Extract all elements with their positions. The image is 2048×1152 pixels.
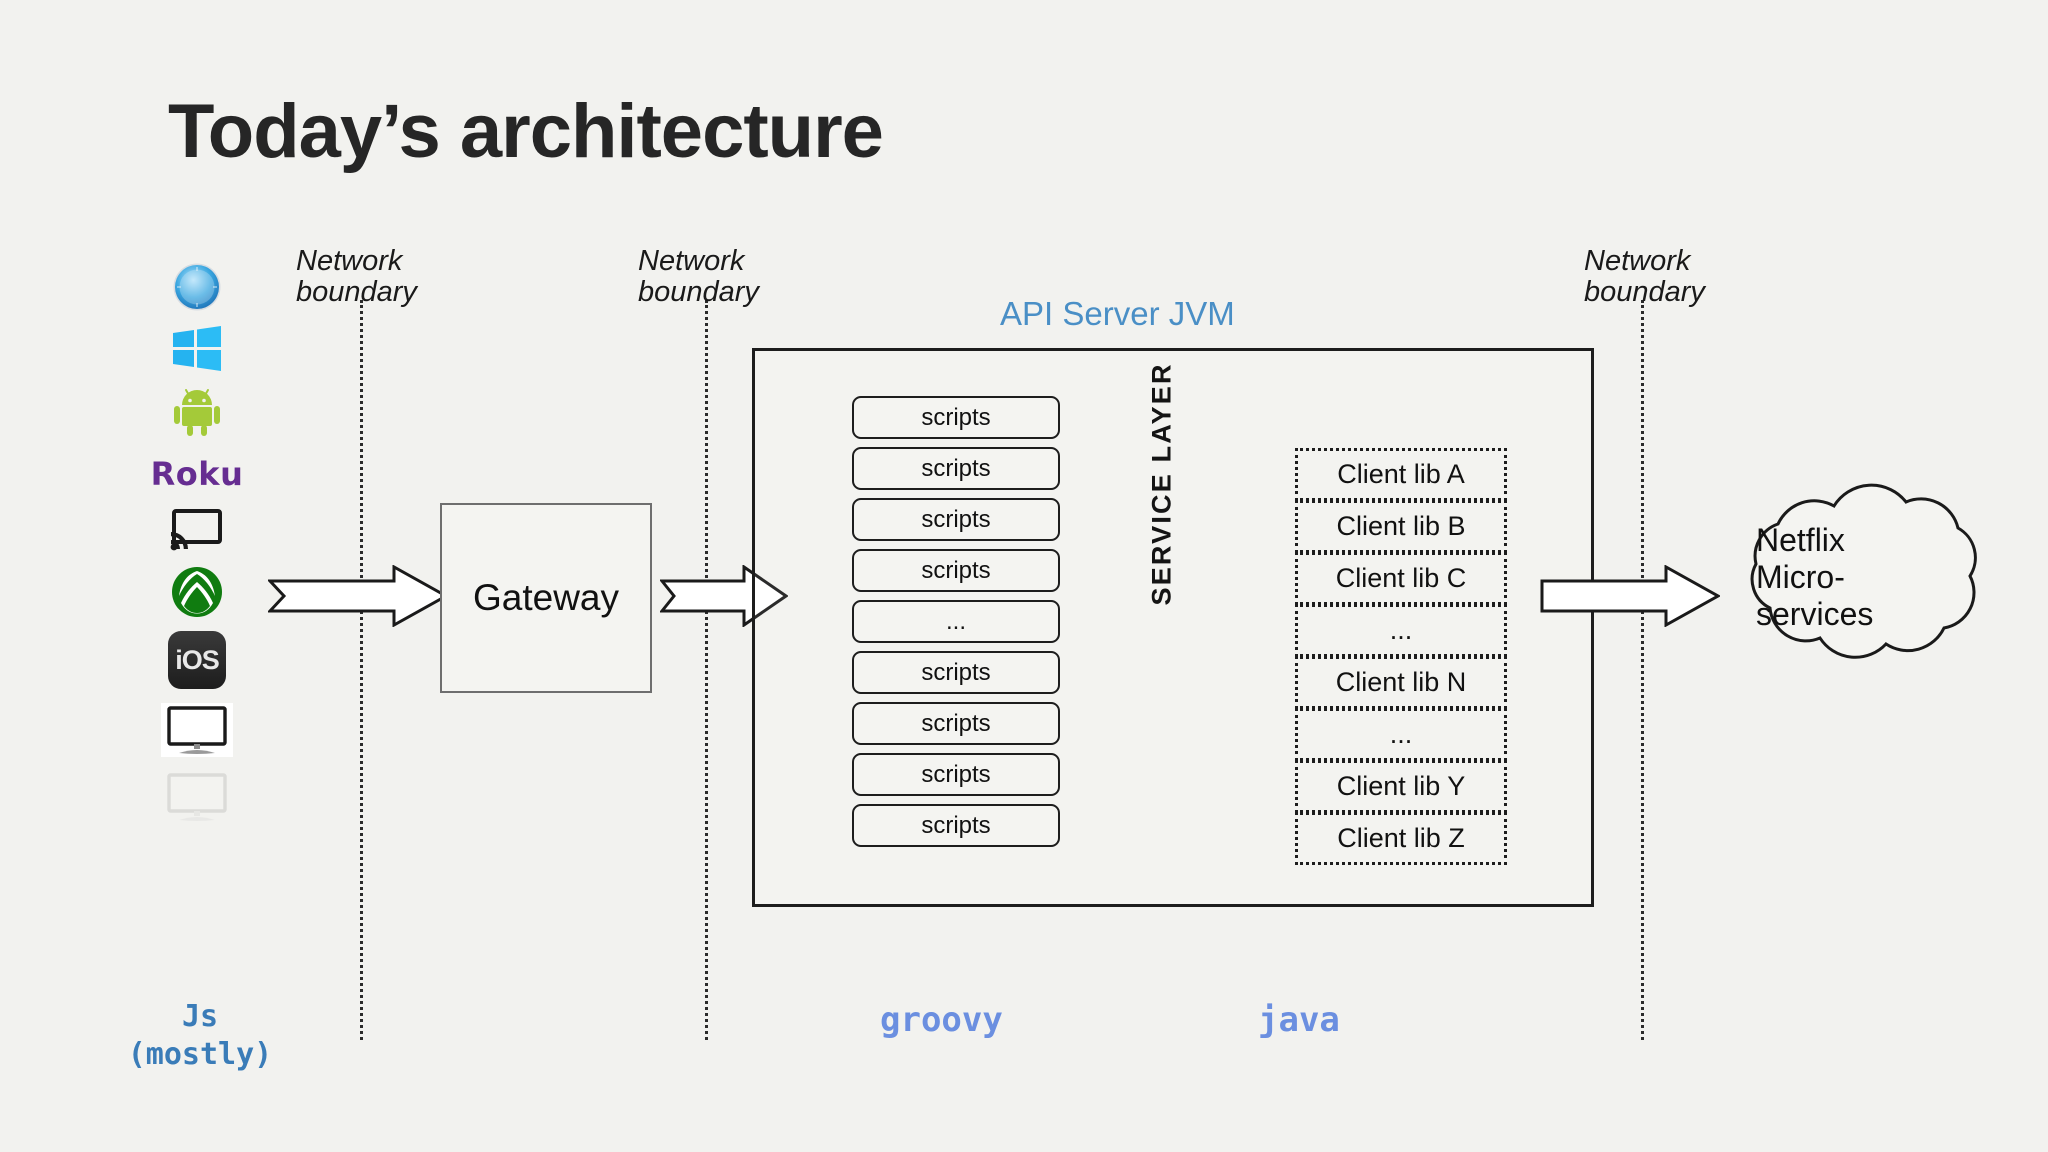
client-lib-box[interactable]: Client lib Z xyxy=(1295,812,1507,865)
client-lib-box[interactable]: Client lib N xyxy=(1295,656,1507,709)
java-label: java xyxy=(1258,1000,1340,1040)
roku-icon: Roku xyxy=(150,455,244,493)
service-layer-label: SERVICE LAYER xyxy=(1146,362,1177,606)
arrow-devices-to-gateway xyxy=(268,565,448,627)
script-box[interactable]: scripts xyxy=(852,804,1060,847)
android-icon xyxy=(174,389,220,436)
client-lib-box[interactable]: Client lib B xyxy=(1295,500,1507,553)
monitor-faded-icon xyxy=(167,773,227,821)
boundary-label-line1: Network xyxy=(296,245,403,277)
client-lib-box[interactable]: Client lib C xyxy=(1295,552,1507,605)
chromecast-icon xyxy=(170,509,222,551)
windows-icon xyxy=(173,326,221,371)
network-boundary-label-left: Network boundary xyxy=(296,245,506,309)
client-lib-box[interactable]: Client lib A xyxy=(1295,448,1507,501)
cloud-text: Netflix Micro- services xyxy=(1756,522,1916,633)
network-boundary-line-left xyxy=(360,300,363,1040)
js-mostly-label: Js (mostly) xyxy=(70,998,330,1075)
boundary-label-line2: boundary xyxy=(296,276,417,309)
network-boundary-label-middle: Network boundary xyxy=(638,245,848,309)
cloud-line-1: Netflix xyxy=(1756,522,1845,558)
script-box[interactable]: scripts xyxy=(852,549,1060,592)
boundary-label-line2: boundary xyxy=(638,276,759,309)
script-box[interactable]: scripts xyxy=(852,498,1060,541)
script-box[interactable]: scripts xyxy=(852,651,1060,694)
page-title: Today’s architecture xyxy=(168,89,884,174)
client-lib-box-ellipsis: ... xyxy=(1295,708,1507,761)
client-lib-box[interactable]: Client lib Y xyxy=(1295,760,1507,813)
cloud-line-2: Micro- xyxy=(1756,559,1845,596)
scripts-stack: scripts scripts scripts scripts ... scri… xyxy=(852,396,1060,847)
script-box[interactable]: scripts xyxy=(852,702,1060,745)
arrow-jvm-to-cloud xyxy=(1540,565,1720,627)
monitor-icon xyxy=(161,703,233,757)
client-device-column: Roku iOS xyxy=(138,262,256,837)
safari-icon xyxy=(173,263,221,311)
script-box[interactable]: scripts xyxy=(852,753,1060,796)
boundary-label-line1: Network xyxy=(1584,245,1691,277)
script-box-ellipsis: ... xyxy=(852,600,1060,643)
client-lib-stack: Client lib A Client lib B Client lib C .… xyxy=(1295,448,1507,865)
gateway-label: Gateway xyxy=(472,577,619,618)
netflix-microservices-cloud: Netflix Micro- services xyxy=(1700,470,2020,700)
js-line-1: Js xyxy=(181,999,219,1034)
xbox-icon xyxy=(172,567,222,617)
script-box[interactable]: scripts xyxy=(852,447,1060,490)
cloud-line-3: services xyxy=(1756,596,1874,633)
network-boundary-line-right xyxy=(1641,300,1644,1040)
boundary-label-line1: Network xyxy=(638,245,745,277)
groovy-label: groovy xyxy=(880,1000,1003,1040)
network-boundary-line-middle xyxy=(705,300,708,1040)
network-boundary-label-right: Network boundary xyxy=(1584,245,1794,309)
gateway-box[interactable]: Gateway xyxy=(440,503,652,693)
js-line-2: (mostly) xyxy=(127,1037,273,1073)
ios-icon: iOS xyxy=(168,631,226,689)
script-box[interactable]: scripts xyxy=(852,396,1060,439)
cloud-shape-icon xyxy=(1750,483,1977,659)
boundary-label-line2: boundary xyxy=(1584,276,1705,309)
jvm-title: API Server JVM xyxy=(1000,295,1235,332)
arrow-gateway-to-jvm xyxy=(660,565,788,627)
client-lib-box-ellipsis: ... xyxy=(1295,604,1507,657)
